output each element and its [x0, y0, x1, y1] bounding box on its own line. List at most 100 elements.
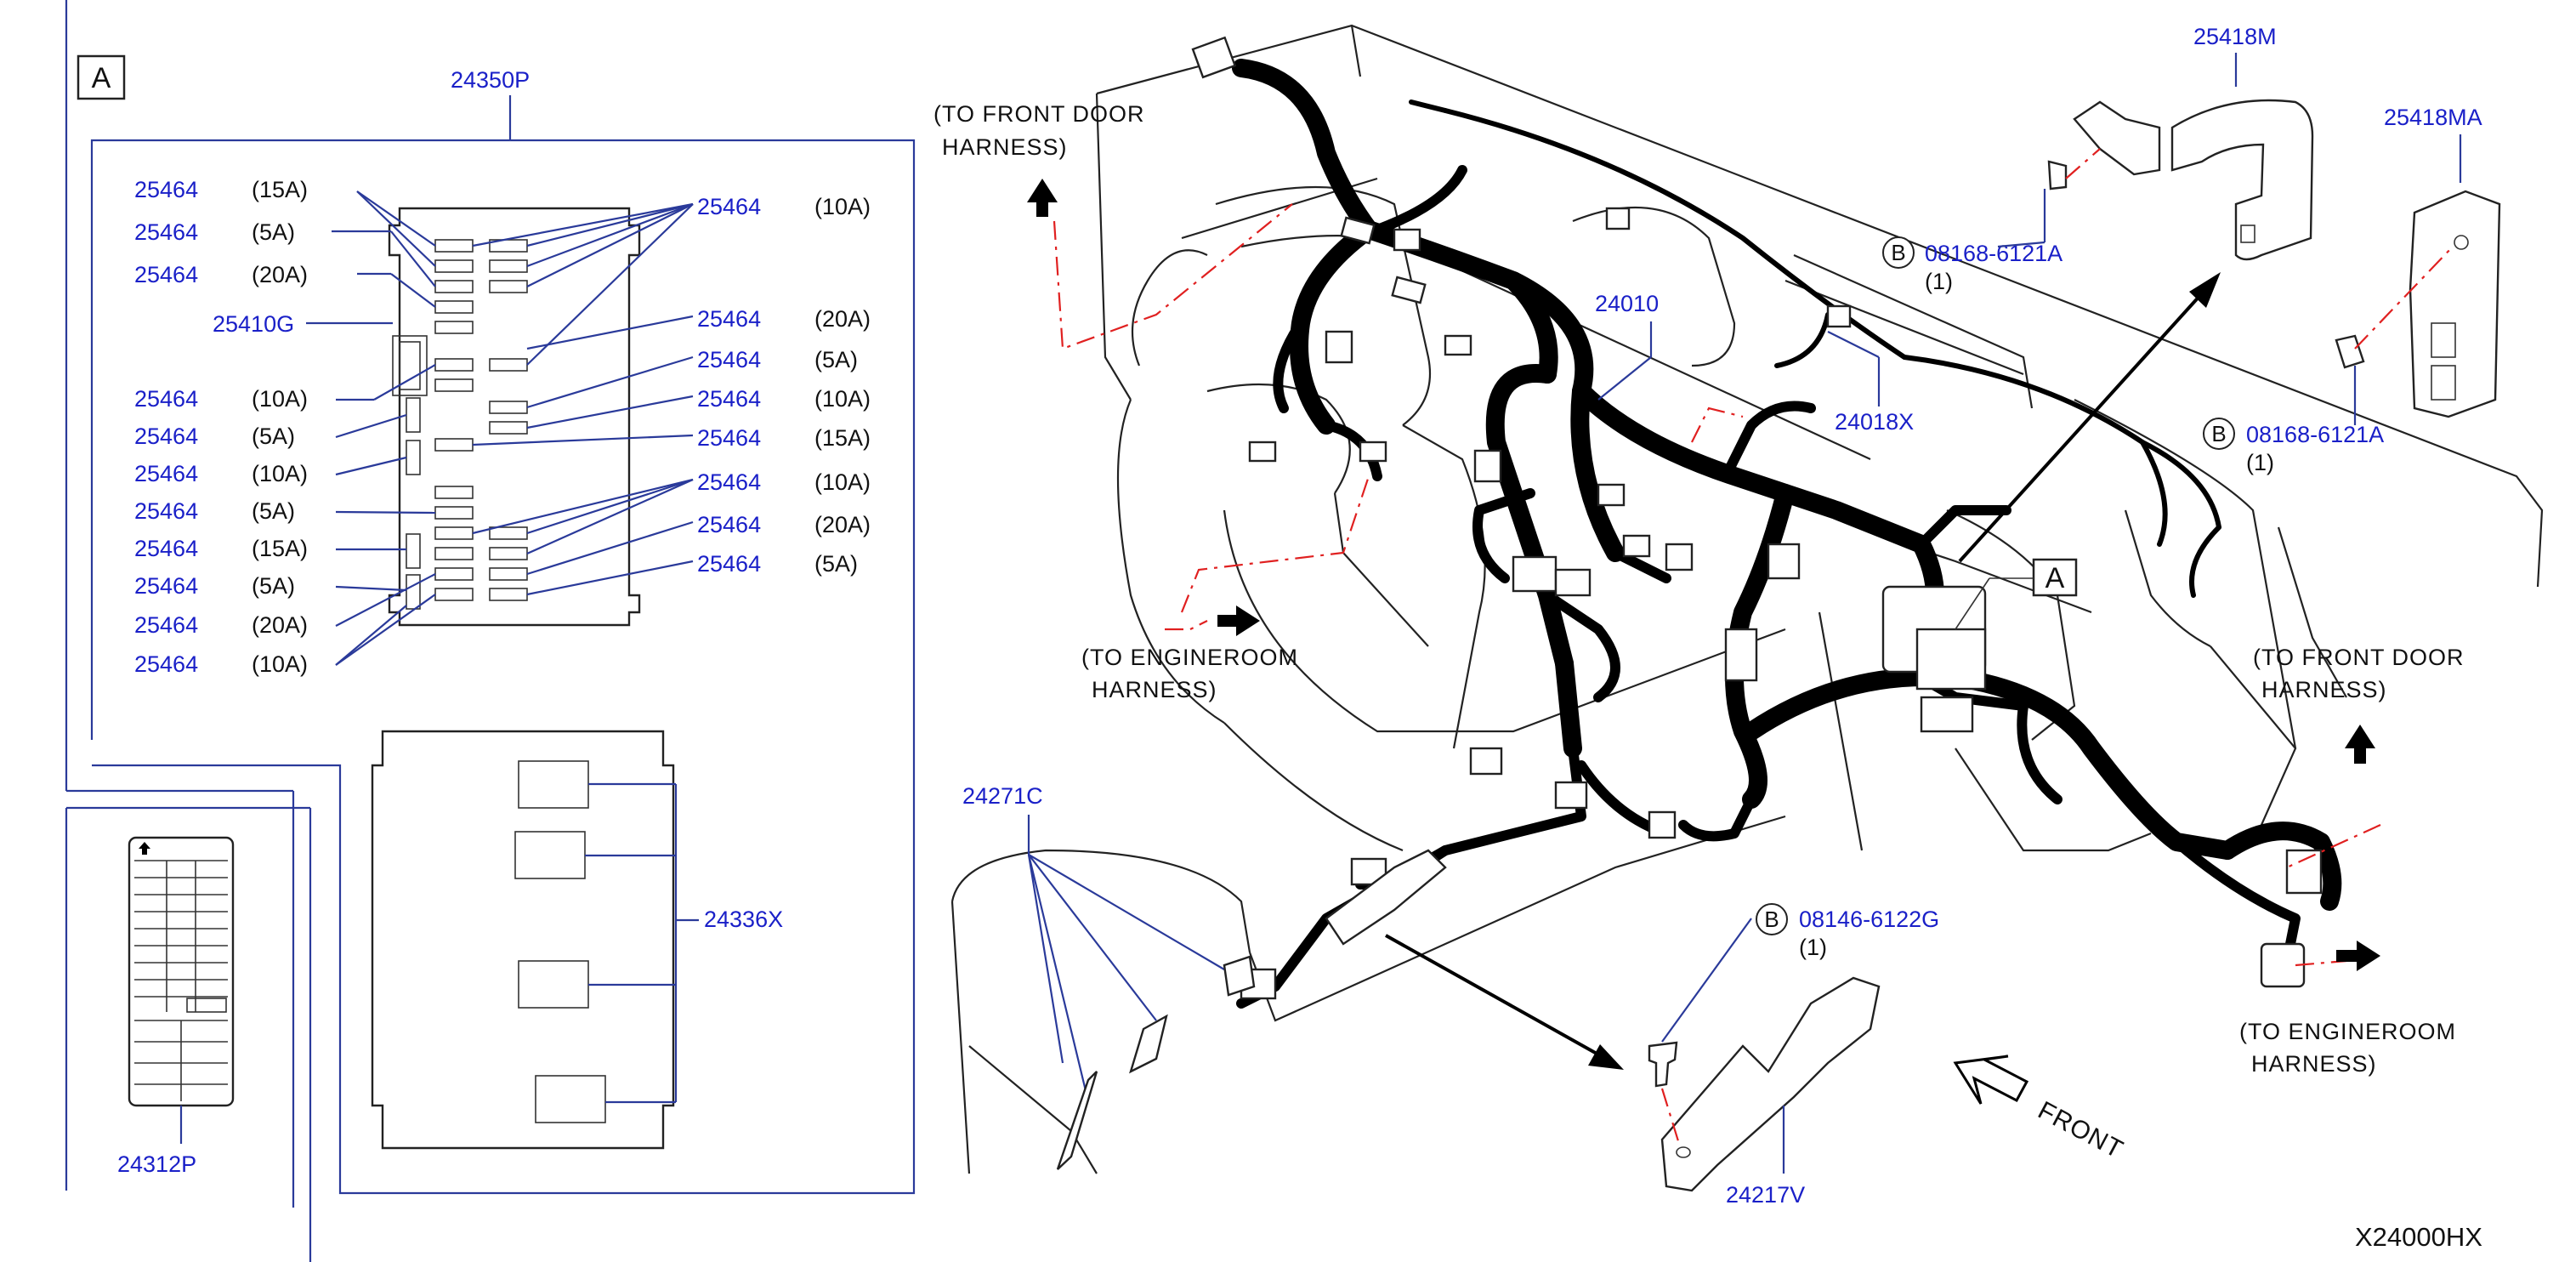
fuse-label-card	[128, 836, 235, 1107]
fuse-panel-frame	[90, 139, 916, 1195]
fuse-left-pn[interactable]: 25464	[134, 386, 198, 412]
diagram-code: X24000HX	[2355, 1222, 2482, 1252]
label-25418MA[interactable]: 25418MA	[2384, 105, 2482, 130]
fuse-right-pn[interactable]: 25464	[697, 469, 761, 495]
view-a-letter: A	[92, 62, 111, 94]
fuse-left-pn[interactable]: 25464	[134, 262, 198, 287]
fuse-right-pn[interactable]: 25464	[697, 386, 761, 412]
fuse-left-pn[interactable]: 25464	[134, 461, 198, 486]
fuse-right-amp: (5A)	[814, 551, 858, 577]
fuse-right-pn[interactable]: 25464	[697, 551, 761, 577]
note-front-door-1-l1: (TO FRONT DOOR	[933, 101, 1145, 127]
label-24010[interactable]: 24010	[1595, 291, 1659, 316]
fuse-block-upper	[388, 207, 641, 627]
callout-b-letter: B	[1891, 240, 1905, 265]
note-front-door-2-l1: (TO FRONT DOOR	[2253, 645, 2465, 670]
callout-b-circle	[1756, 903, 1788, 935]
harness-clamp	[1325, 849, 1447, 946]
arrow-up-icon	[139, 842, 150, 855]
fuse-labels-right: 25464 (10A) 25464 (20A) 25464 (5A) 25464…	[697, 194, 871, 577]
fuse-right-amp: (10A)	[814, 386, 871, 412]
fuse-right-amp: (10A)	[814, 469, 871, 495]
note-front-door-1-l2: HARNESS)	[942, 134, 1068, 160]
fuse-right-pn[interactable]: 25464	[697, 347, 761, 372]
view-a-marker-letter: A	[2045, 562, 2065, 594]
fuse-left-pn[interactable]: 25464	[134, 573, 198, 599]
fuse-left-amp: (10A)	[252, 651, 308, 677]
fuse-left-leaders	[306, 190, 436, 666]
bracket-25418MA	[2409, 190, 2501, 418]
fuse-left-pn[interactable]: 25464	[134, 177, 198, 202]
label-24018X[interactable]: 24018X	[1835, 409, 1914, 435]
fuse-left-amp: (15A)	[252, 536, 308, 561]
front-arrow-icon	[1953, 1055, 2029, 1105]
fuse-left-amp: (20A)	[252, 612, 308, 638]
fuse-left-pn[interactable]: 25464	[134, 536, 198, 561]
fuse-left-amp: (10A)	[252, 386, 308, 412]
fuse-right-amp: (20A)	[814, 512, 871, 537]
connectors	[1191, 36, 2323, 1000]
detail-a-frame	[65, 0, 312, 1262]
qty-bolt-3: (1)	[1799, 935, 1827, 960]
fuse-left-pn[interactable]: 25464	[134, 424, 198, 449]
label-bolt-1[interactable]: 08168-6121A	[1925, 241, 2063, 266]
fuse-right-pn[interactable]: 25464	[697, 306, 761, 332]
leaders-24271C	[1027, 815, 1225, 1102]
fuse-right-pn[interactable]: 25464	[697, 425, 761, 451]
note-engine-2-l2: HARNESS)	[2251, 1051, 2377, 1077]
fuse-left-pn[interactable]: 25464	[134, 498, 198, 524]
clip-icon	[1129, 1014, 1168, 1074]
relay-leaders	[585, 782, 699, 1104]
qty-bolt-2: (1)	[2246, 450, 2274, 475]
label-24350P[interactable]: 24350P	[451, 67, 530, 93]
relay-block	[371, 730, 675, 1150]
label-24271C[interactable]: 24271C	[962, 783, 1043, 809]
fuse-left-amp: (15A)	[252, 177, 308, 202]
fuse-left-pn[interactable]: 25464	[134, 612, 198, 638]
view-a-marker	[2032, 558, 2078, 597]
fusible-link-pn[interactable]: 25410G	[213, 311, 294, 337]
label-24217V[interactable]: 24217V	[1726, 1182, 1805, 1208]
callout-b-circle	[2203, 418, 2235, 450]
bracket-24217V	[1660, 976, 1881, 1192]
fuse-right-pn[interactable]: 25464	[697, 194, 761, 219]
pointer-arrows	[1385, 272, 2221, 1070]
front-label: FRONT	[2034, 1096, 2128, 1164]
fuse-left-pn[interactable]: 25464	[134, 651, 198, 677]
bolt-icon	[1648, 1041, 1678, 1088]
bolt-icon	[2335, 334, 2365, 369]
qty-bolt-1: (1)	[1925, 269, 1953, 294]
label-24336X[interactable]: 24336X	[704, 907, 783, 932]
fuse-left-amp: (5A)	[252, 424, 295, 449]
fuse-left-amp: (5A)	[252, 498, 295, 524]
label-bolt-3[interactable]: 08146-6122G	[1799, 907, 1939, 932]
fuse-left-amp: (5A)	[252, 219, 295, 245]
label-24312P[interactable]: 24312P	[117, 1151, 196, 1177]
label-25418M[interactable]: 25418M	[2193, 24, 2277, 49]
callout-b-letter: B	[2211, 421, 2226, 446]
fuse-right-leaders	[472, 202, 694, 596]
bolt-icon	[2047, 160, 2068, 190]
fuse-right-amp: (15A)	[814, 425, 871, 451]
dashboard-body-outline	[950, 24, 2544, 1174]
note-engine-1-l1: (TO ENGINEROOM	[1081, 645, 1298, 670]
fuse-right-pn[interactable]: 25464	[697, 512, 761, 537]
clip-icon	[1056, 1071, 1098, 1170]
callout-b-letter: B	[1764, 907, 1779, 932]
callout-b-circle	[1882, 236, 1915, 269]
fuse-right-amp: (5A)	[814, 347, 858, 372]
arrow-up-icon	[2345, 725, 2375, 764]
clip-icon	[1223, 955, 1256, 997]
fuse-left-pn[interactable]: 25464	[134, 219, 198, 245]
label-bolt-2[interactable]: 08168-6121A	[2246, 422, 2384, 447]
note-engine-2-l1: (TO ENGINEROOM	[2239, 1019, 2456, 1044]
bracket-25418M	[2170, 99, 2314, 261]
fuse-labels-left: 25464 (15A) 25464 (5A) 25464 (20A) 25410…	[134, 177, 308, 677]
fuse-right-amp: (10A)	[814, 194, 871, 219]
bracket-tab	[2073, 100, 2161, 176]
fuse-left-amp: (5A)	[252, 573, 295, 599]
fuse-left-amp: (20A)	[252, 262, 308, 287]
arrow-right-icon	[2336, 941, 2380, 971]
arrow-up-icon	[1027, 179, 1058, 217]
